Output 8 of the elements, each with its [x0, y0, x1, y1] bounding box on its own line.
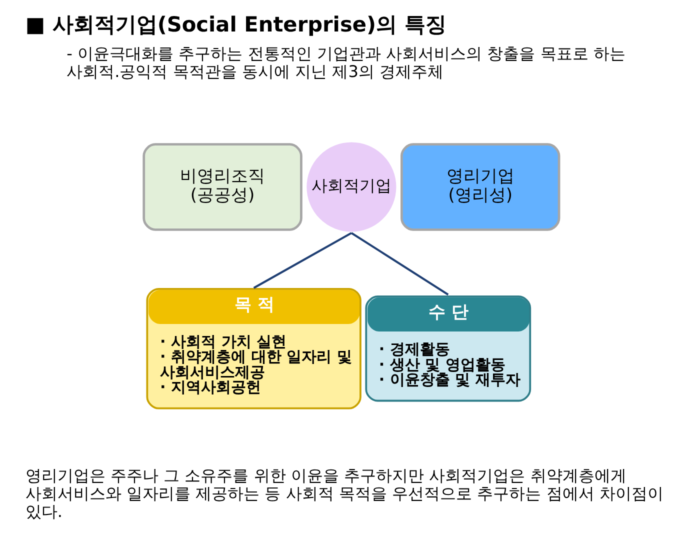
- connector: [252, 232, 352, 289]
- connector: [350, 232, 448, 296]
- diagram-title: ■ 사회적기업(Social Enterprise)의 특징: [24, 12, 446, 37]
- label: 영리기업은 주주나 그 소유주를 위한 이윤을 추구하지만 사회적기업은 취약계층에게 사회서비스와 일자리를 제공하는 등 사회적 목적을 우선적으로 추구하는 점에서 차이점이 있다.: [24, 466, 663, 521]
- node-box: 영리기업 (영리성): [400, 143, 560, 231]
- node-circle: 사회적기업: [304, 140, 398, 234]
- node-box: 비영리조직 (공공성): [142, 143, 302, 231]
- label: - 이윤극대화를 추구하는 전통적인 기업관과 사회서비스의 창출을 목표로 하는 사회적.공익적 목적관을 동시에 지닌 제3의 경제주체: [66, 44, 625, 82]
